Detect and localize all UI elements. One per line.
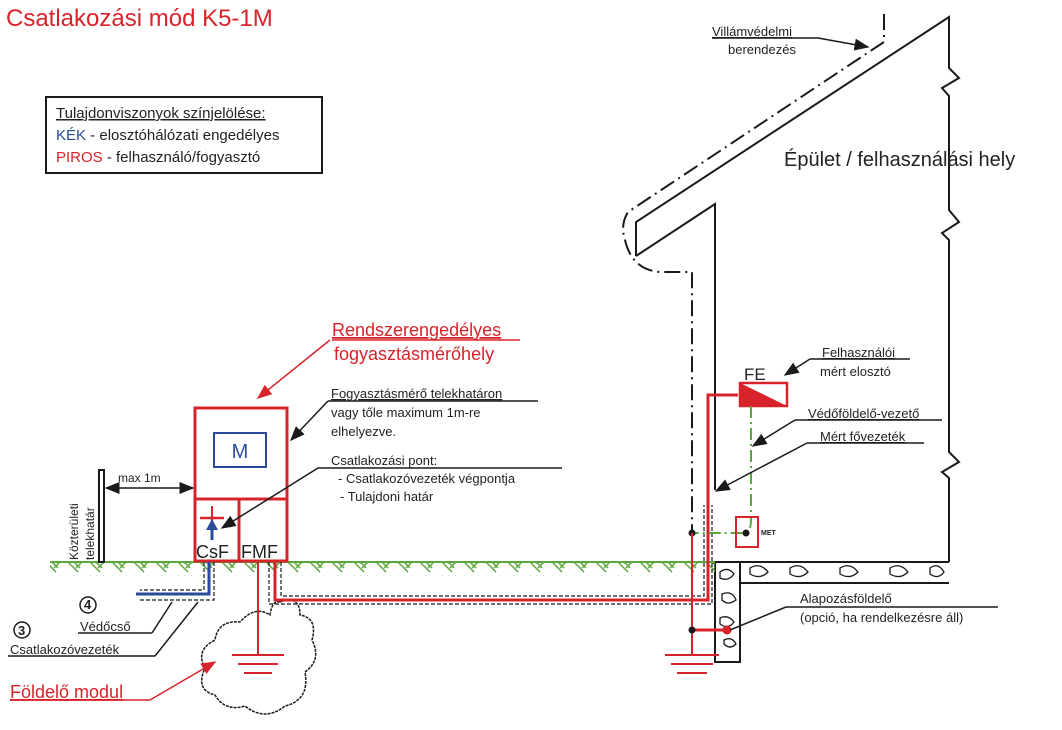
color-legend: Tulajdonviszonyok színjelölése: KÉK - el… <box>45 96 323 174</box>
meter-note-1: Fogyasztásmérő telekhatáron <box>331 386 502 401</box>
connection-point-2: - Csatlakozóvezeték végpontja <box>338 471 516 486</box>
pe-conductor-label: Védőföldelő-vezető <box>808 406 919 421</box>
boundary-post <box>98 469 105 563</box>
service-line-label: Csatlakozóvezeték <box>10 642 120 657</box>
meter-note-2: vagy tőle maximum 1m-re <box>331 405 481 420</box>
met-box <box>735 516 759 548</box>
met-label: MET <box>761 530 777 537</box>
earthing-module-cloud <box>200 599 317 715</box>
connection-point-1: Csatlakozási pont: <box>331 453 437 468</box>
fmf-label: FMF <box>241 542 278 562</box>
boundary-label-1: Közterületi <box>67 503 81 560</box>
earthing-module-label: Földelő modul <box>10 682 123 702</box>
pe-conductor <box>692 406 752 534</box>
max-distance-label: max 1m <box>118 471 161 485</box>
distributor-label-2: mért elosztó <box>820 364 891 379</box>
meter-symbol: M <box>232 441 249 463</box>
connection-point-3: - Tulajdoni határ <box>340 489 434 504</box>
number-4: 4 <box>84 597 92 612</box>
csf-label: CsF <box>196 542 229 562</box>
distributor-label-1: Felhasználói <box>822 345 895 360</box>
measured-main-line <box>268 393 738 605</box>
connection-point-icon <box>200 506 224 540</box>
lightning-label-1: Villámvédelmi <box>712 24 792 39</box>
diagram-title: Csatlakozási mód K5-1M <box>6 5 273 32</box>
building <box>622 14 961 663</box>
meter-cabinet <box>193 406 289 563</box>
service-line <box>136 562 215 601</box>
meter-symbol-box <box>213 432 267 468</box>
foundation-earth-label-1: Alapozásföldelő <box>800 591 892 606</box>
boundary-label-2: telekhatár <box>83 507 97 560</box>
building-label: Épület / felhasználási hely <box>784 148 1015 171</box>
metering-point-label-1: Rendszerengedélyes <box>332 320 501 340</box>
earth-symbol <box>232 562 284 674</box>
legend-heading: Tulajdonviszonyok színjelölése: <box>56 105 266 122</box>
number-3: 3 <box>18 623 25 638</box>
foundation-earth-label-2: (opció, ha rendelkezésre áll) <box>800 610 963 625</box>
main-line-label: Mért fővezeték <box>820 429 906 444</box>
fe-label: FE <box>744 365 766 384</box>
lightning-label-2: berendezés <box>728 42 796 57</box>
legend-blue: KÉK - elosztóhálózati engedélyes <box>56 127 279 144</box>
ground <box>50 561 715 576</box>
legend-red: PIROS - felhasználó/fogyasztó <box>56 149 260 166</box>
building-earth <box>665 533 732 674</box>
metering-point-label-2: fogyasztásmérőhely <box>334 344 494 364</box>
meter-note-3: elhelyezve. <box>331 424 396 439</box>
conduit-label: Védőcső <box>80 619 131 634</box>
fe-distributor <box>738 381 789 408</box>
